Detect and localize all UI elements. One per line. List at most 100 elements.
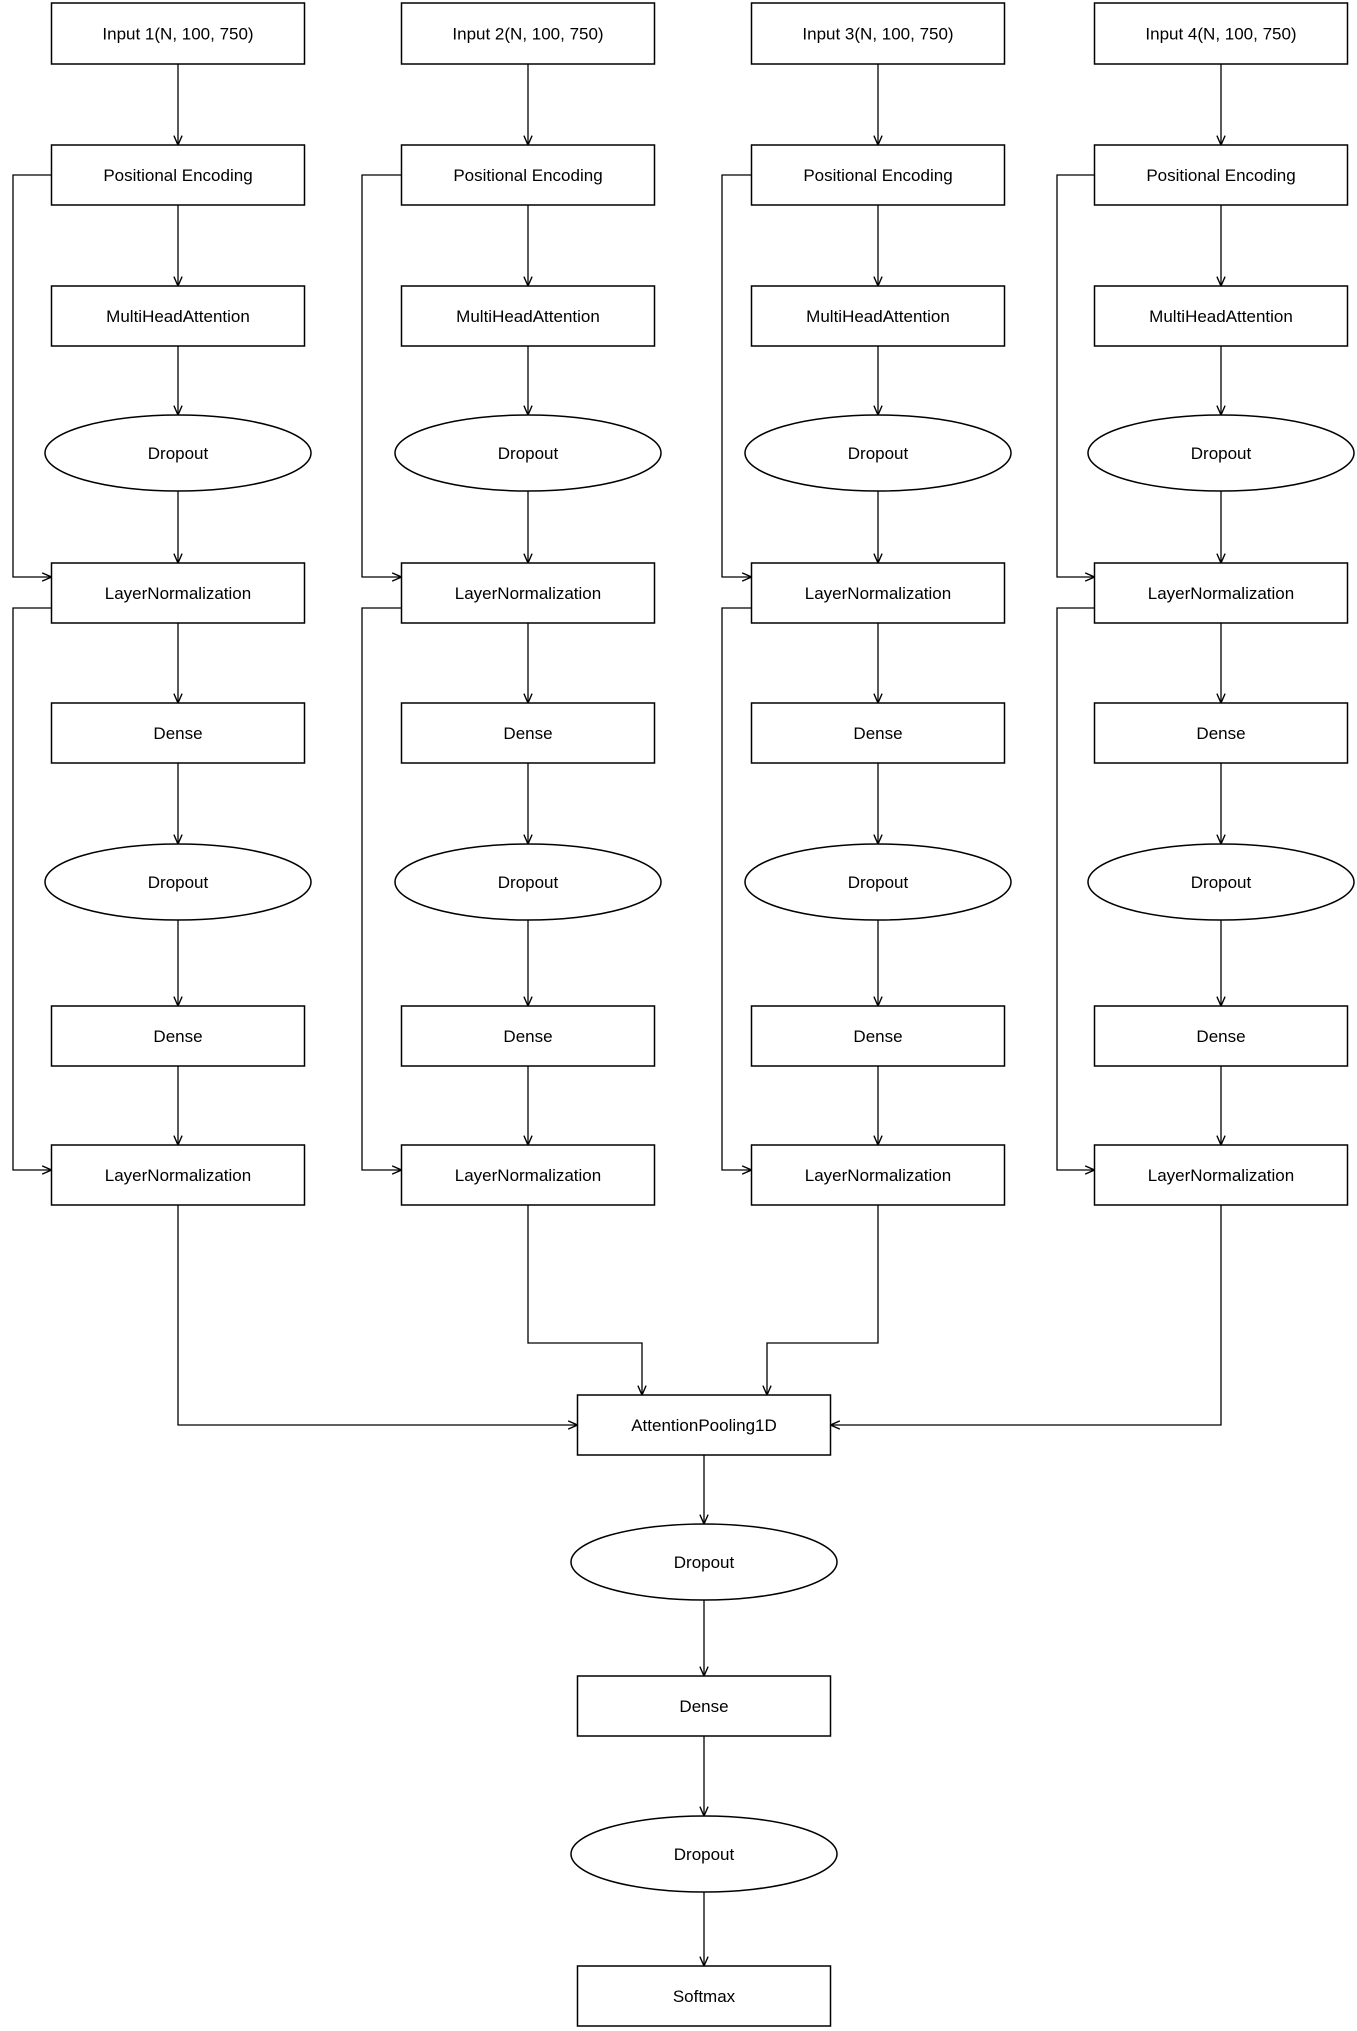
node-mha-2: MultiHeadAttention — [400, 285, 656, 347]
posenc-3-label: Positional Encoding — [803, 166, 952, 185]
node-mha-3: MultiHeadAttention — [750, 285, 1006, 347]
dropout-1b-ellipse — [44, 843, 312, 921]
dropout-2b-label: Dropout — [498, 873, 559, 892]
dropout-1b-label: Dropout — [148, 873, 209, 892]
dropout-merge-a-label: Dropout — [674, 1553, 735, 1572]
node-dense-3a: Dense — [750, 702, 1006, 764]
node-dropout-merge-b: Dropout — [570, 1815, 838, 1893]
node-layernorm-3a: LayerNormalization — [750, 562, 1006, 624]
posenc-4-box — [1093, 144, 1349, 206]
node-layernorm-3b: LayerNormalization — [750, 1144, 1006, 1206]
node-input-3: Input 3(N, 100, 750) — [750, 2, 1006, 65]
node-layernorm-4b: LayerNormalization — [1093, 1144, 1349, 1206]
layernorm-1b-label: LayerNormalization — [105, 1166, 251, 1185]
edge-skip-posenc1-layernorm1a — [12, 174, 52, 577]
edge-merge-layernorm1b-pool — [177, 1205, 578, 1425]
dense-1a-label: Dense — [153, 724, 202, 743]
layernorm-4a-label: LayerNormalization — [1148, 584, 1294, 603]
node-dropout-2b: Dropout — [394, 843, 662, 921]
input-4-label: Input 4(N, 100, 750) — [1145, 24, 1296, 43]
input-4-box — [1093, 2, 1349, 65]
attention-pooling-box — [576, 1394, 832, 1456]
node-input-4: Input 4(N, 100, 750) — [1093, 2, 1349, 65]
layernorm-3a-box — [750, 562, 1006, 624]
node-dense-1a: Dense — [50, 702, 306, 764]
mha-1-box — [50, 285, 306, 347]
node-layernorm-2a: LayerNormalization — [400, 562, 656, 624]
dense-2a-label: Dense — [503, 724, 552, 743]
mha-4-box — [1093, 285, 1349, 347]
dropout-merge-b-label: Dropout — [674, 1845, 735, 1864]
mha-2-box — [400, 285, 656, 347]
posenc-2-label: Positional Encoding — [453, 166, 602, 185]
attention-pooling-label: AttentionPooling1D — [631, 1416, 777, 1435]
dropout-1a-label: Dropout — [148, 444, 209, 463]
layernorm-4a-box — [1093, 562, 1349, 624]
input-2-label: Input 2(N, 100, 750) — [452, 24, 603, 43]
dense-3b-label: Dense — [853, 1027, 902, 1046]
softmax-box — [576, 1965, 832, 2027]
input-3-box — [750, 2, 1006, 65]
mha-3-label: MultiHeadAttention — [806, 307, 950, 326]
node-dense-4a: Dense — [1093, 702, 1349, 764]
node-mha-1: MultiHeadAttention — [50, 285, 306, 347]
layernorm-2a-box — [400, 562, 656, 624]
node-posenc-3: Positional Encoding — [750, 144, 1006, 206]
mha-3-box — [750, 285, 1006, 347]
layernorm-2a-label: LayerNormalization — [455, 584, 601, 603]
dense-4b-label: Dense — [1196, 1027, 1245, 1046]
node-softmax: Softmax — [576, 1965, 832, 2027]
node-attention-pooling: AttentionPooling1D — [576, 1394, 832, 1456]
dense-1b-box — [50, 1005, 306, 1067]
softmax-label: Softmax — [673, 1987, 736, 2006]
node-layernorm-1a: LayerNormalization — [50, 562, 306, 624]
dropout-3b-ellipse — [744, 843, 1012, 921]
dropout-4a-label: Dropout — [1191, 444, 1252, 463]
nodes-layer: Input 1(N, 100, 750) Positional EncodingM… — [44, 2, 1355, 2027]
edge-skip-layernorm4a-layernorm4b — [1056, 607, 1095, 1170]
node-dropout-2a: Dropout — [394, 414, 662, 492]
layernorm-3a-label: LayerNormalization — [805, 584, 951, 603]
dense-4a-box — [1093, 702, 1349, 764]
edges-layer — [12, 64, 1222, 1967]
dense-2a-box — [400, 702, 656, 764]
posenc-1-label: Positional Encoding — [103, 166, 252, 185]
dropout-3a-ellipse — [744, 414, 1012, 492]
node-posenc-1: Positional Encoding — [50, 144, 306, 206]
edge-merge-layernorm4b-pool — [831, 1205, 1222, 1425]
node-dense-4b: Dense — [1093, 1005, 1349, 1067]
layernorm-3b-label: LayerNormalization — [805, 1166, 951, 1185]
layernorm-1a-box — [50, 562, 306, 624]
node-dense-3b: Dense — [750, 1005, 1006, 1067]
dropout-3b-label: Dropout — [848, 873, 909, 892]
edge-skip-posenc3-layernorm3a — [721, 174, 752, 577]
edge-skip-layernorm1a-layernorm1b — [12, 607, 52, 1170]
dense-2b-label: Dense — [503, 1027, 552, 1046]
node-input-2: Input 2(N, 100, 750) — [400, 2, 656, 65]
node-layernorm-2b: LayerNormalization — [400, 1144, 656, 1206]
node-dropout-1b: Dropout — [44, 843, 312, 921]
dense-1a-box — [50, 702, 306, 764]
layernorm-4b-label: LayerNormalization — [1148, 1166, 1294, 1185]
dropout-3a-label: Dropout — [848, 444, 909, 463]
node-dropout-1a: Dropout — [44, 414, 312, 492]
dropout-4b-ellipse — [1087, 843, 1355, 921]
dropout-1a-ellipse — [44, 414, 312, 492]
layernorm-1a-label: LayerNormalization — [105, 584, 251, 603]
posenc-3-box — [750, 144, 1006, 206]
dense-3b-box — [750, 1005, 1006, 1067]
edge-skip-layernorm3a-layernorm3b — [721, 607, 752, 1170]
edge-skip-layernorm2a-layernorm2b — [361, 607, 402, 1170]
layernorm-2b-label: LayerNormalization — [455, 1166, 601, 1185]
node-dropout-3a: Dropout — [744, 414, 1012, 492]
dense-merge-box — [576, 1675, 832, 1737]
node-mha-4: MultiHeadAttention — [1093, 285, 1349, 347]
layernorm-1b-box — [50, 1144, 306, 1206]
node-dense-2a: Dense — [400, 702, 656, 764]
node-dense-merge: Dense — [576, 1675, 832, 1737]
node-input-1: Input 1(N, 100, 750) — [50, 2, 306, 65]
node-layernorm-4a: LayerNormalization — [1093, 562, 1349, 624]
input-2-box — [400, 2, 656, 65]
